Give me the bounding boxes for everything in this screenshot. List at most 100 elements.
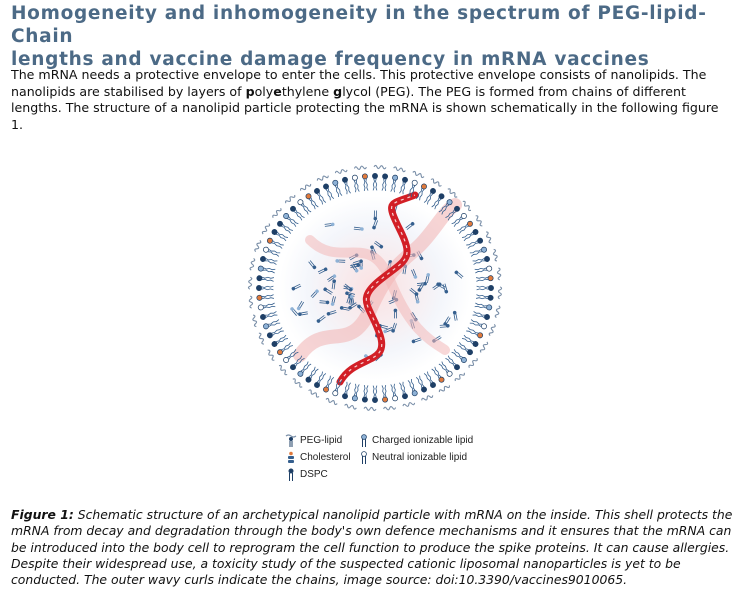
neutral-lipid-icon: [361, 450, 367, 464]
mrna-red-strand: [336, 191, 419, 386]
shell-lipid: [457, 220, 473, 234]
inner-lipid: [290, 307, 299, 316]
shell-lipid: [475, 294, 494, 301]
shell-lipid: [314, 371, 327, 388]
shell-lipid: [297, 361, 312, 377]
shell-lipid: [257, 265, 276, 274]
figure-legend: PEG-lipid Charged ionizable lipid Choles…: [285, 433, 525, 485]
peg-chain: [402, 402, 416, 407]
shell-lipid: [469, 319, 487, 330]
peg-chain: [494, 305, 501, 319]
shell-lipid: [323, 183, 335, 201]
peg-chain: [308, 389, 320, 398]
legend-neutral-lipid: Neutral ionizable lipid: [359, 450, 467, 465]
peg-lipid-icon: [285, 433, 297, 447]
inner-lipid: [383, 326, 394, 334]
cholesterol-icon: [288, 451, 294, 463]
legend-peg-lipid-label: PEG-lipid: [300, 435, 343, 446]
shell-lipid: [372, 173, 378, 191]
shell-lipid: [438, 361, 453, 377]
shell-lipid: [256, 285, 274, 291]
figure-caption: Figure 1: Schematic structure of an arch…: [11, 507, 733, 588]
inner-lipid: [353, 259, 363, 266]
inner-lipid: [439, 324, 450, 328]
inner-lipid: [350, 263, 359, 273]
legend-dspc-label: DSPC: [300, 469, 328, 480]
shell-lipid: [472, 256, 490, 265]
article-title-line-1: Homogeneity and inhomogeneity in the spe…: [11, 3, 707, 47]
inner-lipid: [374, 240, 384, 249]
peg-chain: [267, 349, 275, 361]
shell-lipid: [457, 342, 473, 356]
shell-lipid: [469, 246, 487, 257]
inner-lipid: [335, 259, 346, 263]
peg-chain: [316, 175, 329, 181]
shell-lipid: [472, 311, 490, 320]
inner-lipid: [454, 270, 464, 279]
peg-chain: [488, 323, 496, 337]
shell-lipid: [297, 199, 312, 215]
shell-lipid: [451, 349, 467, 363]
inner-lipid: [452, 310, 458, 321]
legend-cholesterol-label: Cholesterol: [300, 452, 351, 463]
shell-lipid: [283, 213, 299, 227]
shell-lipid: [342, 381, 351, 400]
shell-lipid: [271, 334, 289, 347]
shell-lipid: [266, 327, 284, 339]
peg-chain: [261, 223, 271, 235]
inner-lipid: [331, 279, 336, 290]
intro-text-2: oly: [254, 83, 274, 99]
shell-lipid: [423, 371, 436, 388]
peg-chain: [334, 169, 348, 174]
peg-chain: [383, 405, 397, 411]
shell-lipid: [361, 173, 369, 192]
mrna-strand: [293, 191, 462, 386]
inner-lipid: [373, 210, 378, 221]
intro-bold-p: p: [245, 83, 255, 99]
legend-cholesterol: Cholesterol: [285, 450, 351, 465]
inner-lipid: [405, 222, 415, 230]
intro-bold-e: e: [273, 83, 282, 99]
shell-lipid: [290, 355, 305, 371]
shell-lipid: [451, 213, 467, 227]
lipid-nanoparticle-diagram: [247, 164, 503, 412]
shell-lipid: [445, 355, 460, 371]
inner-lipid: [372, 219, 379, 230]
shell-lipid: [277, 220, 293, 234]
shell-lipid: [407, 379, 418, 397]
inner-lipid: [343, 283, 353, 292]
shell-lipid: [445, 205, 460, 221]
peg-chain: [278, 364, 288, 376]
shell-lipid: [415, 183, 427, 201]
shell-lipid: [277, 342, 293, 356]
peg-chain: [496, 267, 502, 281]
peg-chain: [373, 164, 387, 170]
shell-lipid: [466, 327, 484, 339]
intro-text-3: thylene: [281, 83, 334, 99]
shell-lipid: [256, 294, 275, 301]
peg-chain: [344, 403, 357, 410]
inner-lipid: [411, 268, 418, 279]
peg-chains: [247, 164, 503, 412]
shell-lipid: [390, 383, 399, 402]
peg-chain: [249, 257, 256, 271]
peg-chain: [438, 385, 450, 393]
shell-lipid: [257, 302, 276, 311]
inner-lipid: [323, 287, 333, 295]
legend-charged-lipid: Charged ionizable lipid: [359, 433, 473, 448]
peg-chain: [300, 183, 312, 191]
shell-lipid: [407, 179, 418, 197]
peg-chain: [393, 166, 406, 173]
legend-dspc: DSPC: [285, 467, 328, 482]
peg-chain: [497, 286, 503, 300]
peg-chain: [468, 358, 478, 368]
shell-lipid: [415, 375, 427, 393]
peg-chain: [325, 397, 338, 406]
charged-lipid-icon: [361, 433, 367, 447]
inner-lipid: [296, 300, 305, 311]
inner-lipid: [308, 260, 317, 270]
peg-chain: [252, 314, 258, 328]
peg-chain: [447, 188, 458, 198]
inner-lipid: [330, 295, 336, 306]
shell-lipid: [461, 229, 479, 242]
